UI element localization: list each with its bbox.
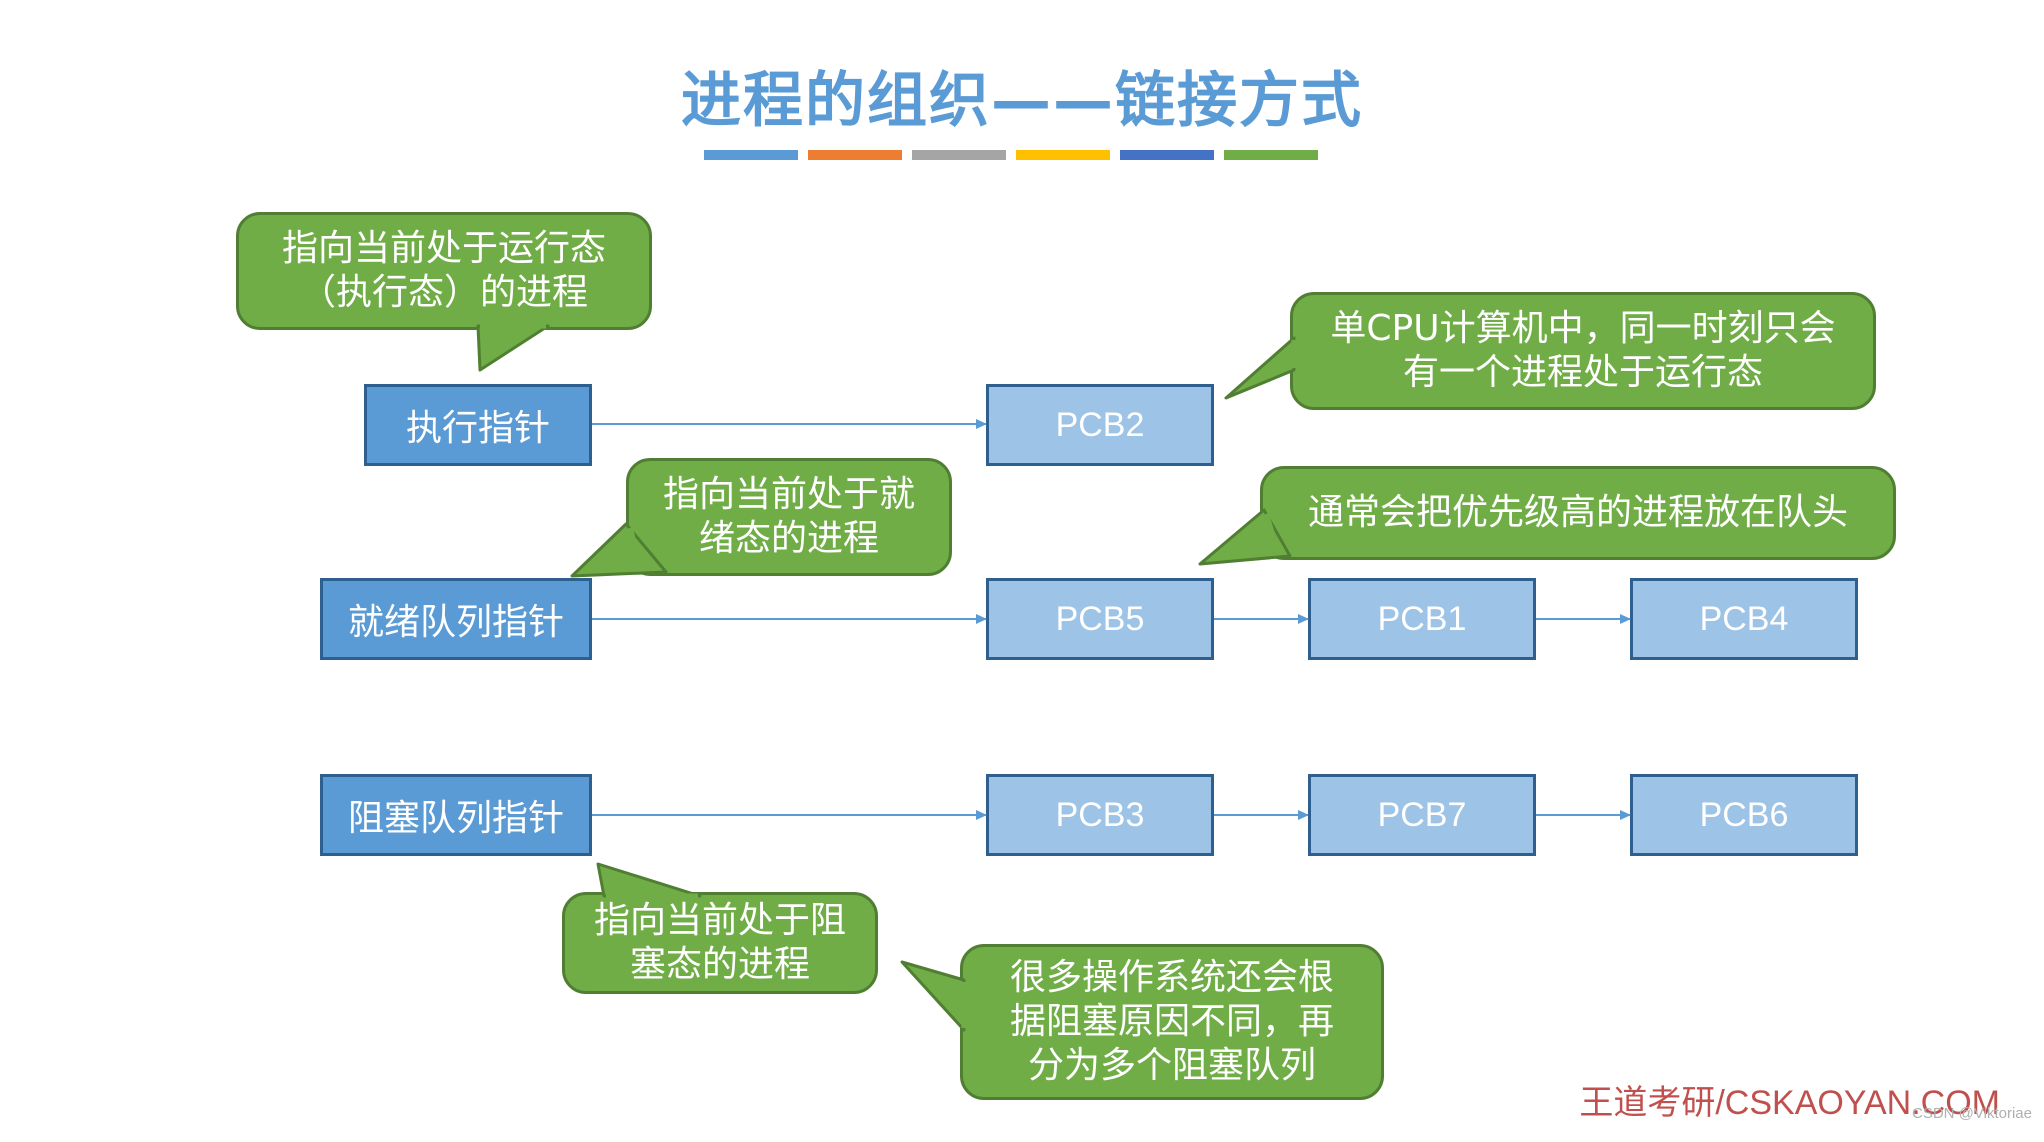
pcb-running-1: PCB2: [986, 384, 1214, 466]
running-pointer: 执行指针: [364, 384, 592, 466]
blocked-queue-pointer: 阻塞队列指针: [320, 774, 592, 856]
pcb-label: PCB1: [1377, 599, 1467, 638]
pcb-blocked-2: PCB7: [1308, 774, 1536, 856]
pcb-blocked-1: PCB3: [986, 774, 1214, 856]
slide-title: 进程的组织——链接方式: [681, 66, 1363, 136]
title-bar-3: [912, 150, 1006, 160]
pcb-label: PCB2: [1055, 405, 1145, 444]
callout-line: 指向当前处于就: [662, 474, 915, 515]
title-bar-4: [1016, 150, 1110, 160]
title-bar-5: [1120, 150, 1214, 160]
callout-line: 分为多个阻塞队列: [1027, 1045, 1316, 1086]
running-pointer-label: 执行指针: [405, 408, 550, 449]
blocked-queue-pointer-label: 阻塞队列指针: [347, 798, 564, 839]
callout-priority: 通常会把优先级高的进程放在队头: [1260, 466, 1896, 560]
pcb-label: PCB4: [1699, 599, 1789, 638]
callout-line: 绪态的进程: [698, 518, 879, 559]
pcb-label: PCB5: [1055, 599, 1145, 638]
callout-line: 据阻塞原因不同，再: [1009, 1001, 1334, 1042]
title-bar-6: [1224, 150, 1318, 160]
pcb-label: PCB7: [1377, 795, 1467, 834]
pcb-label: PCB3: [1055, 795, 1145, 834]
pcb-ready-2: PCB1: [1308, 578, 1536, 660]
ready-queue-pointer: 就绪队列指针: [320, 578, 592, 660]
callout-single-cpu: 单CPU计算机中，同一时刻只会 有一个进程处于运行态: [1290, 292, 1876, 410]
callout-line: 指向当前处于运行态: [281, 228, 606, 269]
callout-line: 单CPU计算机中，同一时刻只会: [1330, 308, 1836, 349]
title-bar-1: [704, 150, 798, 160]
callout-multi-blocked-queues: 很多操作系统还会根 据阻塞原因不同，再 分为多个阻塞队列: [960, 944, 1384, 1100]
callout-line: 指向当前处于阻: [593, 900, 846, 941]
watermark: CSDN @Viktoriae: [1912, 1105, 2032, 1122]
callout-ready-pointer: 指向当前处于就 绪态的进程: [626, 458, 952, 576]
callout-line: 有一个进程处于运行态: [1402, 352, 1763, 393]
pcb-ready-3: PCB4: [1630, 578, 1858, 660]
callout-line: 很多操作系统还会根: [1009, 957, 1334, 998]
pcb-blocked-3: PCB6: [1630, 774, 1858, 856]
callout-running-pointer: 指向当前处于运行态 （执行态）的进程: [236, 212, 652, 330]
callout-line: （执行态）的进程: [299, 272, 588, 313]
callout-blocked-pointer: 指向当前处于阻 塞态的进程: [562, 892, 878, 994]
title-bar-2: [808, 150, 902, 160]
callout-line: 通常会把优先级高的进程放在队头: [1307, 492, 1848, 533]
pcb-label: PCB6: [1699, 795, 1789, 834]
footer-brand: 王道考研/CSKAOYAN.COM: [1579, 1084, 2000, 1122]
callout-line: 塞态的进程: [629, 944, 810, 985]
pcb-ready-1: PCB5: [986, 578, 1214, 660]
ready-queue-pointer-label: 就绪队列指针: [347, 602, 564, 643]
